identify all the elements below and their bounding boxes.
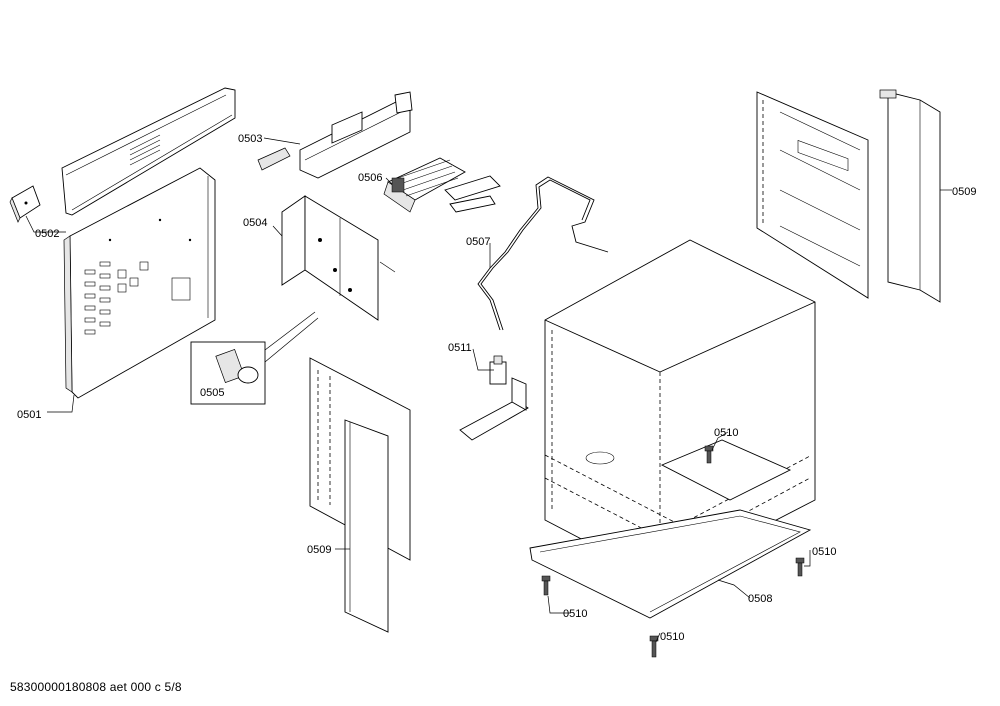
label-0511: 0511: [448, 342, 472, 354]
label-0510-d: 0510: [660, 631, 684, 643]
label-0510-c: 0510: [563, 608, 587, 620]
label-0501: 0501: [17, 409, 41, 421]
part-0502-bracket: [9, 185, 41, 223]
label-0502: 0502: [35, 228, 59, 240]
label-0509-right: 0509: [952, 186, 976, 198]
label-0509-center: 0509: [307, 544, 331, 556]
part-0510-screw-c: [541, 575, 551, 596]
part-oven-chassis: [544, 239, 816, 581]
drawing-id-footer: 58300000180808 aet 000 c 5/8: [10, 680, 182, 694]
part-0501-side-panel: [63, 167, 216, 399]
part-0509-right-side-strip: [879, 89, 941, 303]
label-0506: 0506: [358, 172, 382, 184]
part-0504-control-module: [281, 195, 396, 321]
leader-lines: [25, 137, 952, 643]
label-0510-b: 0510: [812, 546, 836, 558]
part-0511-valve: [459, 355, 529, 441]
part-0509-center-strip: [344, 419, 389, 633]
label-0510-a: 0510: [714, 427, 738, 439]
part-0510-screw-d: [649, 635, 659, 658]
part-0503-cooling-duct: [257, 91, 413, 179]
part-back-wall-panel: [756, 91, 869, 299]
part-number-labels: 0502 0503 0504 0505 0506 0507 0511 0501 …: [17, 133, 976, 643]
part-0506-tangential-fan: [383, 157, 501, 213]
label-0503: 0503: [238, 133, 262, 145]
part-0510-screw-b: [795, 557, 805, 577]
part-0507-tube: [477, 176, 609, 331]
label-0508: 0508: [748, 593, 772, 605]
part-top-back-panel: [61, 87, 236, 216]
part-0505-callout: [190, 311, 319, 405]
label-0507: 0507: [466, 236, 490, 248]
part-0508-base-plate: [529, 509, 812, 619]
label-0505: 0505: [200, 387, 224, 399]
label-0504: 0504: [243, 217, 267, 229]
